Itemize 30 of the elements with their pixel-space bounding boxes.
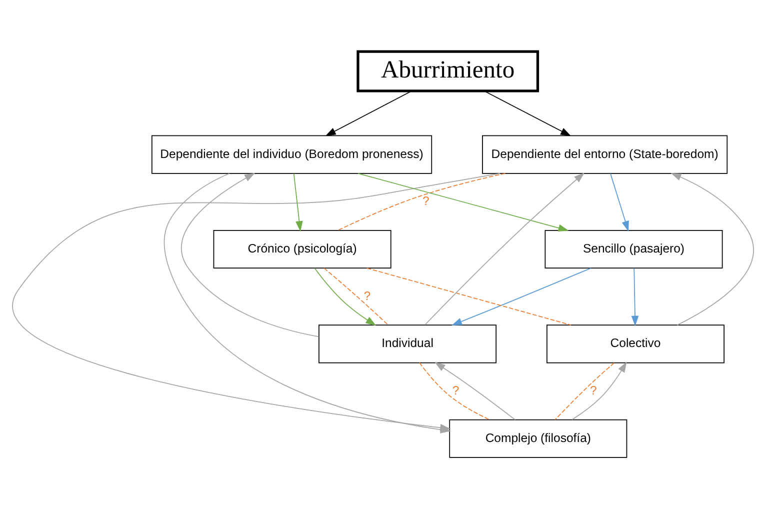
edge-label: ? (590, 384, 597, 398)
arrow (451, 268, 592, 326)
connector (419, 362, 490, 420)
edge-label: ? (422, 194, 430, 208)
arrow (572, 362, 627, 420)
arrow (325, 90, 412, 136)
node-box: Colectivo (546, 324, 724, 364)
arrow (610, 173, 629, 232)
edge-label: ? (364, 288, 371, 303)
node-box: Crónico (psicología) (213, 230, 392, 269)
node-box: Dependiente del individuo (Boredom proneness) (151, 135, 432, 174)
arrow (424, 172, 584, 326)
arrow (314, 268, 376, 326)
arrow (484, 90, 572, 136)
connector (324, 268, 389, 326)
arrow (434, 362, 516, 420)
arrow (358, 173, 569, 232)
arrow (181, 172, 320, 338)
connector (554, 362, 615, 420)
arrow (670, 172, 754, 326)
node-box: Sencillo (pasajero) (544, 230, 723, 269)
connector (338, 173, 506, 231)
arrow (631, 268, 639, 326)
edge-label: ? (452, 384, 460, 398)
connector (366, 268, 572, 326)
node-box: Aburrimiento (356, 50, 540, 92)
node-box: Complejo (filosofía) (449, 419, 628, 458)
node-box: Individual (318, 324, 497, 364)
arrow (293, 173, 303, 232)
node-box: Dependiente del entorno (State-boredom) (482, 135, 728, 174)
